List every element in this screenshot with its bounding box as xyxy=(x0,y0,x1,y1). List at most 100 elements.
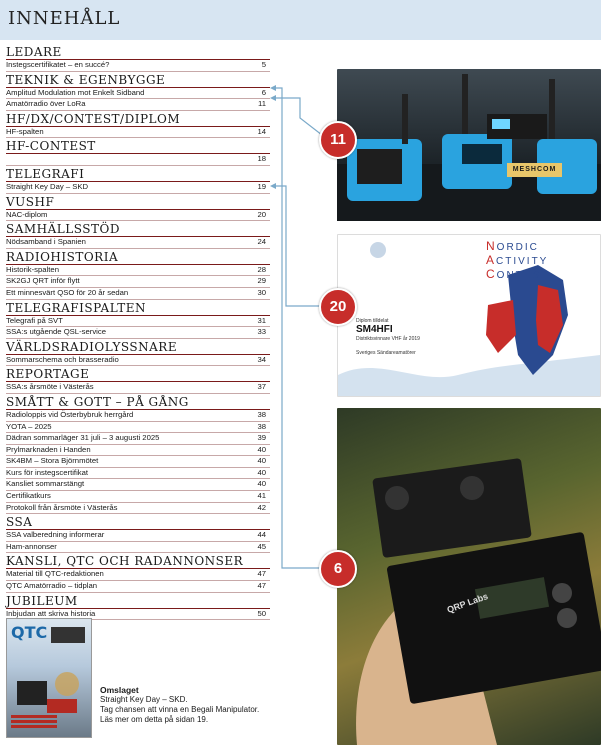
toc-entry-title: HF-spalten xyxy=(6,126,44,136)
qrp-labs-transceiver-photo xyxy=(337,408,601,745)
toc-entry-page: 42 xyxy=(257,502,266,512)
toc-entry[interactable]: SSA:s utgående QSL-service 33 xyxy=(6,327,270,339)
toc-entry-title: Certifikatkurs xyxy=(6,491,51,501)
toc-entry-title: SK2GJ QRT inför flytt xyxy=(6,276,80,286)
section-heading: REPORTAGE xyxy=(6,366,270,383)
toc-entry-page: 30 xyxy=(257,287,266,297)
section-heading: RADIOHISTORIA xyxy=(6,249,270,265)
arrow-11 xyxy=(272,97,323,136)
toc-entry-page: 33 xyxy=(257,327,266,337)
section-heading: VUSHF xyxy=(6,194,270,210)
cover-caption-line: Tag chansen att vinna en Begali Manipula… xyxy=(100,705,260,714)
toc-entry[interactable]: 18 xyxy=(6,154,270,166)
toc-entry-title: YOTA – 2025 xyxy=(6,421,52,431)
nac-certificate-image xyxy=(337,234,601,397)
toc-entry[interactable]: Certifikatkurs 41 xyxy=(6,491,270,503)
meshcom-label: MESHCOM xyxy=(507,163,562,177)
toc-entry-title: Instegscertifikatet – en succé? xyxy=(6,60,110,69)
toc-entry-title: Radioloppis vid Österbybruk herrgård xyxy=(6,409,134,419)
cover-caption-line: Straight Key Day – SKD. xyxy=(100,695,188,704)
toc-entry-page: 37 xyxy=(257,382,266,392)
toc-entry[interactable]: Material till QTC-redaktionen 47 xyxy=(6,569,270,582)
toc-entry[interactable]: Amatörradio över LoRa 11 xyxy=(6,99,270,111)
arrow-20 xyxy=(272,185,320,307)
arrowhead-20 xyxy=(270,183,276,189)
toc-entry[interactable]: Dädran sommarläger 31 juli – 3 augusti 2… xyxy=(6,433,270,445)
cover-thumbnail: QTC xyxy=(6,618,92,738)
toc-entry-page: 40 xyxy=(257,456,266,466)
toc-entry-page: 11 xyxy=(258,99,266,109)
section-heading: SMÅTT & GOTT – PÅ GÅNG xyxy=(6,394,270,410)
toc-entry-title: SSA:s utgående QSL-service xyxy=(6,327,106,337)
section-heading: SSA xyxy=(6,514,270,531)
toc-entry-title: Ham-annonser xyxy=(6,541,57,551)
toc-entry[interactable]: Straight Key Day – SKD 19 xyxy=(6,182,270,194)
section-heading: LEDARE xyxy=(6,44,270,60)
toc-entry-page: 40 xyxy=(257,444,266,454)
cert-callsign: SM4HFI xyxy=(356,324,393,335)
toc-entry[interactable]: SK2GJ QRT inför flytt 29 xyxy=(6,276,270,288)
toc-entry-title: Straight Key Day – SKD xyxy=(6,181,89,191)
toc-entry-title: Amatörradio över LoRa xyxy=(6,99,86,109)
toc-entry[interactable]: Ham-annonser 45 xyxy=(6,542,270,554)
nordic-activity-contest-logo: NORDIC ACTIVITY CONTEST xyxy=(486,240,549,282)
page-badge-20: 20 xyxy=(319,288,357,326)
toc-entry-title: Material till QTC-redaktionen xyxy=(6,569,104,579)
toc-entry-page: 14 xyxy=(257,126,266,136)
toc-entry-page: 28 xyxy=(257,264,266,274)
toc-entry-page: 19 xyxy=(257,181,266,191)
toc-entry[interactable]: HF-spalten 14 xyxy=(6,127,270,139)
toc-entry[interactable]: Instegscertifikatet – en succé?5 xyxy=(6,60,270,72)
cert-line-1: Diplom tilldelat xyxy=(356,318,389,324)
toc-entry-title: SSA valberedning informerar xyxy=(6,530,105,540)
section-heading: SAMHÄLLSSTÖD xyxy=(6,221,270,238)
toc-entry-page: 24 xyxy=(257,237,266,247)
toc-entry-page: 38 xyxy=(257,409,266,419)
toc-entry-page: 47 xyxy=(257,569,266,579)
toc-entry[interactable]: SSA valberedning informerar 44 xyxy=(6,530,270,542)
toc-entry[interactable]: Prylmarknaden i Handen 40 xyxy=(6,445,270,457)
toc-entry-page: 40 xyxy=(257,479,266,489)
toc-entry-page: 45 xyxy=(257,541,266,551)
toc-entry-page: 41 xyxy=(257,491,266,501)
section-heading: HF-CONTEST xyxy=(6,138,270,155)
arrowhead-11 xyxy=(270,95,276,101)
section-heading: HF/DX/CONTEST/DIPLOM xyxy=(6,111,270,127)
nac-map-illustration xyxy=(338,242,600,396)
cover-caption-line: Läs mer om detta på sidan 19. xyxy=(100,715,209,724)
arrow-6 xyxy=(272,87,320,569)
toc-entry-page: 29 xyxy=(257,276,266,286)
toc-entry-page: 18 xyxy=(257,154,266,164)
toc-entry-page: 44 xyxy=(257,530,266,540)
toc-entry-page: 39 xyxy=(257,433,266,443)
nordic-letter: N xyxy=(486,239,497,253)
toc-entry-title: Kurs för instegscertifikat xyxy=(6,467,89,477)
page-title: INNEHÅLL xyxy=(8,8,121,29)
page-badge-6: 6 xyxy=(319,550,357,588)
cert-org: Sveriges Sändareamatörer xyxy=(356,350,416,356)
lora-devices-photo xyxy=(337,69,601,221)
section-heading: TELEGRAFISPALTEN xyxy=(6,300,270,316)
lora-devices-illustration xyxy=(337,74,601,221)
contest-letter: C xyxy=(486,267,497,281)
toc-entry[interactable]: Radioloppis vid Österbybruk herrgård 38 xyxy=(6,410,270,422)
toc-entry-title: Prylmarknaden i Handen xyxy=(6,444,91,454)
qtc-logo: QTC xyxy=(11,623,48,642)
nordic-word: ORDIC xyxy=(496,242,539,253)
